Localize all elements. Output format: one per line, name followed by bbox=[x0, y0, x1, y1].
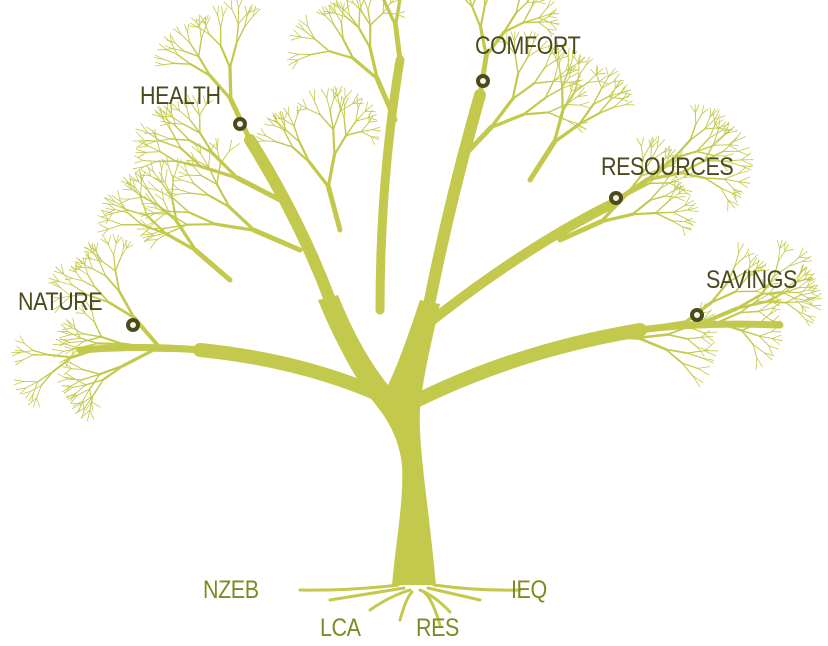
comfort-label: COMFORT bbox=[475, 32, 581, 60]
nature-marker bbox=[126, 318, 140, 332]
ieq-label: IEQ bbox=[511, 576, 547, 604]
health-label: HEALTH bbox=[140, 82, 221, 110]
comfort-marker bbox=[476, 74, 490, 88]
resources-marker bbox=[609, 191, 623, 205]
savings-marker bbox=[690, 308, 704, 322]
res-label: RES bbox=[416, 614, 459, 642]
tree-branches bbox=[11, 0, 823, 627]
lca-label: LCA bbox=[320, 614, 361, 642]
savings-label: SAVINGS bbox=[706, 266, 797, 294]
nzeb-label: NZEB bbox=[203, 576, 259, 604]
health-marker bbox=[233, 117, 247, 131]
nature-label: NATURE bbox=[18, 288, 103, 316]
resources-label: RESOURCES bbox=[601, 153, 734, 181]
